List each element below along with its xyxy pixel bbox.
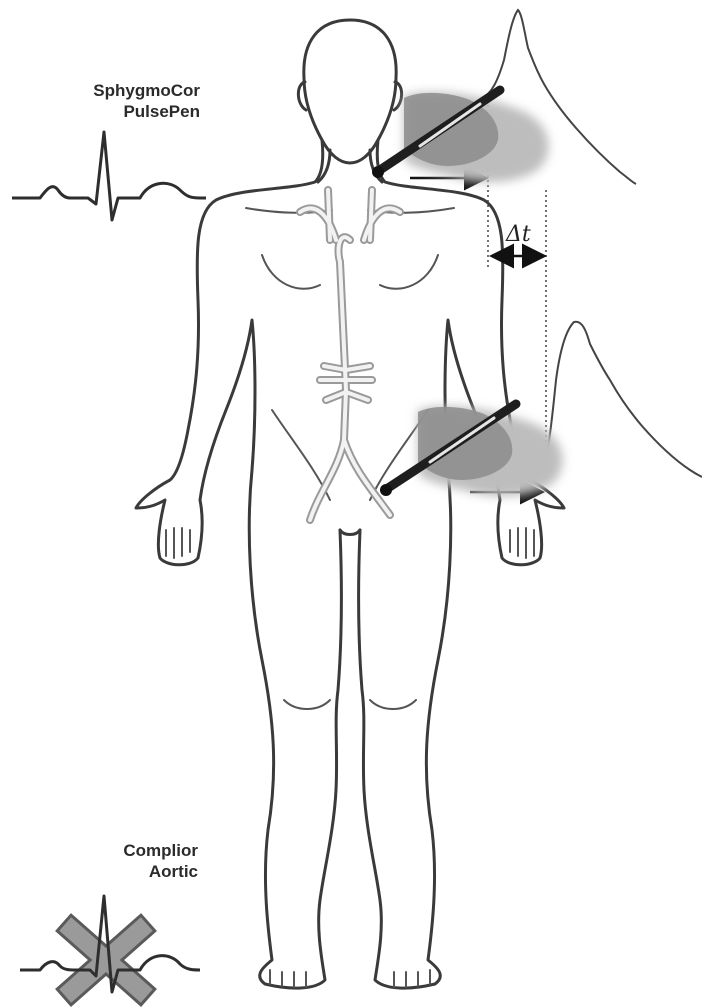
left-chest-line: [262, 255, 320, 289]
anatomy-details: [166, 208, 534, 987]
pulsepen-text: PulsePen: [40, 101, 200, 122]
femoral-pressure-waveform: [540, 322, 702, 478]
left-fingers: [166, 528, 190, 558]
arterial-tree: [300, 190, 400, 520]
crotch: [340, 530, 360, 535]
sphygmocor-pulsepen-label: SphygmoCor PulsePen: [40, 80, 200, 122]
delta-t-label: Δt: [506, 222, 531, 247]
left-knee: [284, 700, 330, 709]
right-body-contour: [359, 140, 564, 988]
ecg-waveform-icon: [12, 132, 206, 220]
right-chest-line: [380, 255, 438, 289]
crossed-ecg-waveform-icon: [20, 896, 200, 992]
complior-text: Complior: [40, 840, 198, 861]
right-fingers: [510, 528, 534, 558]
head: [304, 20, 396, 163]
hand-holding-tonometer-icon: [380, 404, 563, 496]
right-knee: [370, 700, 416, 709]
right-toes: [394, 970, 430, 987]
aortic-text: Aortic: [40, 861, 198, 882]
complior-aortic-label: Complior Aortic: [40, 840, 198, 882]
sphygmocor-text: SphygmoCor: [40, 80, 200, 101]
left-toes: [270, 970, 306, 987]
